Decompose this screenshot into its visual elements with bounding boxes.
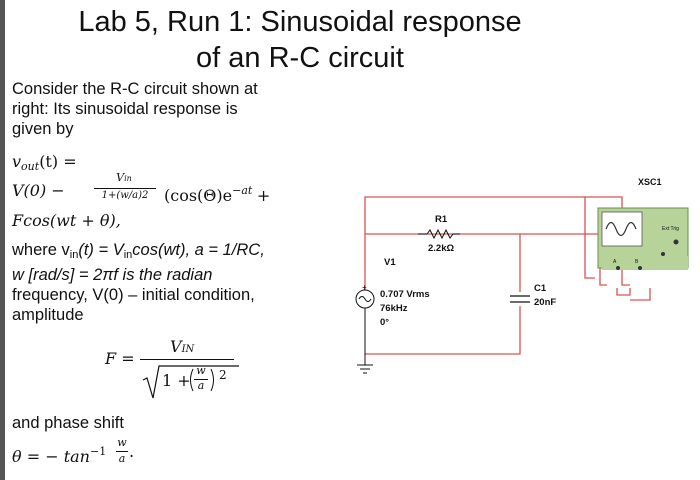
where-end: cos(wt), a = 1/RC,: [132, 241, 265, 259]
intro-line-1: Consider the R-C circuit shown at: [12, 80, 258, 98]
svg-text:+: +: [362, 283, 367, 292]
F-den-frac-bar: [194, 379, 208, 380]
channel-b-label: B: [635, 259, 639, 265]
channel-a-terminal[interactable]: [616, 266, 620, 270]
w-line: w [rad/s] = 2πf is the radian: [12, 266, 213, 284]
eq-exp: −at: [232, 184, 253, 197]
F-den-frac-den: a: [197, 379, 205, 392]
source-voltage: 0.707 Vrms: [380, 289, 430, 300]
eq-frac-num-v: V: [116, 171, 125, 184]
title-line-1: Lab 5, Run 1: Sinusoidal response: [78, 6, 522, 38]
ext-trig-label: Ext Trig: [662, 226, 679, 232]
slide-left-edge: [0, 0, 5, 480]
where-sub-in: in: [69, 249, 79, 261]
eq-fcos: Fcos(wt + θ),: [12, 211, 121, 230]
equation-response: V(0) −: [12, 181, 65, 201]
eq-cos: (cos(Θ)e: [164, 186, 233, 205]
channel-b-terminal[interactable]: [638, 266, 642, 270]
channel-a-label: A: [613, 259, 617, 265]
source-phase: 0°: [380, 317, 389, 328]
capacitor-c1: [510, 295, 530, 303]
capacitor-value: 20nF: [534, 297, 556, 308]
title-line-2: of an R-C circuit: [196, 42, 404, 74]
where-prefix: where v: [12, 241, 70, 259]
F-fraction-bar: [140, 359, 234, 360]
phase-line: and phase shift: [12, 414, 124, 432]
eq-fraction-bar: [94, 188, 156, 189]
slide-title: Lab 5, Run 1: Sinusoidal response of an …: [60, 4, 540, 76]
eq-vout-sub: out: [21, 160, 40, 173]
eq-plus: +: [256, 186, 271, 205]
theta-equation: θ = − tan−1: [12, 442, 106, 467]
eq-vout-symbol: v: [12, 152, 22, 171]
resistor-r1: [418, 228, 460, 240]
eq-vout-rest: (t) =: [39, 152, 77, 171]
where-line: where vin(t) = Vincos(wt), a = 1/RC,: [12, 240, 312, 265]
equation-vout: vout(t) =: [12, 152, 77, 177]
eq-frac-numerator: Vin: [99, 171, 149, 184]
eq-frac-denominator: 1+(w/a)2: [101, 190, 149, 201]
eq-v0: V(0) −: [12, 181, 65, 200]
F-symbol: F =: [105, 349, 135, 368]
ac-source-v1: +: [355, 283, 375, 354]
F-den-exp-value: 2: [219, 368, 227, 382]
resistor-name: R1: [435, 214, 448, 225]
ext-trig-terminal[interactable]: [673, 239, 679, 245]
eq-cos-part: (cos(Θ)e−at +: [164, 181, 270, 206]
intro-text: Consider the R-C circuit shown at right:…: [12, 79, 258, 139]
ground-symbol: [357, 354, 373, 374]
source-name: V1: [384, 257, 396, 268]
theta-exp: −1: [89, 445, 107, 458]
circuit-schematic: R1 2.2kΩ + V1 0.707 Vrms 76kHz 0° C1 20n…: [355, 177, 689, 374]
where-text: where vin(t) = Vincos(wt), a = 1/RC, w […: [12, 240, 312, 325]
intro-line-2: right: Its sinusoidal response is: [12, 100, 238, 118]
capacitor-name: C1: [534, 283, 547, 294]
F-num-sub: IN: [181, 344, 195, 355]
sqrt-sign: [142, 365, 239, 399]
equation-fcos: Fcos(wt + θ),: [12, 211, 121, 231]
theta-frac-bar: [116, 451, 128, 452]
F-numerator: VIN: [170, 337, 194, 360]
F-den-one: 1 +: [162, 371, 191, 390]
freq-line: frequency, V(0) – initial condition,: [12, 286, 255, 304]
where-sub-in2: in: [123, 249, 133, 261]
F-den-exp: 2: [219, 364, 227, 385]
F-den-frac-num: w: [196, 364, 206, 377]
theta-period: .: [129, 442, 135, 461]
eq-frac-num-sub: in: [124, 174, 132, 183]
theta-end: .: [129, 442, 134, 462]
where-mid: (t) = V: [78, 241, 124, 259]
theta-frac-den: a: [118, 452, 126, 465]
F-den-parens: [190, 368, 214, 392]
F-num-v: V: [170, 337, 182, 356]
theta-eq: θ = − tan: [12, 447, 90, 466]
F-label: F =: [105, 349, 135, 369]
oscilloscope-label: XSC1: [638, 177, 662, 187]
intro-line-3: given by: [12, 120, 74, 138]
source-frequency: 76kHz: [380, 303, 408, 314]
theta-frac-num: w: [117, 436, 127, 449]
oscilloscope-xsc1: [597, 207, 689, 270]
F-denominator: 1 +: [162, 371, 191, 391]
ext-trig-ground: [661, 252, 665, 256]
amp-line: amplitude: [12, 306, 84, 324]
resistor-value: 2.2kΩ: [428, 243, 454, 254]
